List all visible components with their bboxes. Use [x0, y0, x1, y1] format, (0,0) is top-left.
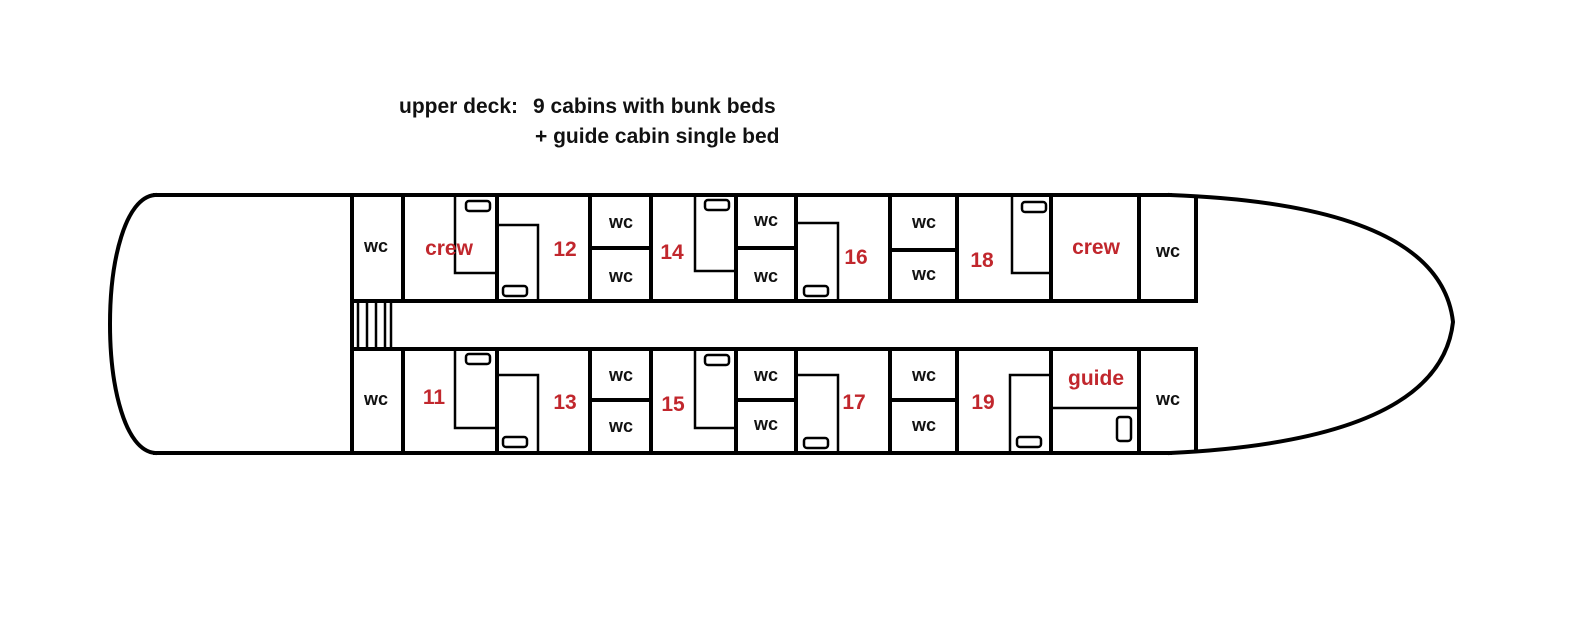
corridor: [350, 193, 1198, 455]
wc-label: wc: [363, 236, 388, 256]
deck-description-line1: 9 cabins with bunk beds: [533, 95, 776, 118]
bunk-beds-top: [453, 197, 1051, 299]
wc-label: wc: [911, 212, 936, 232]
wc-label: wc: [608, 212, 633, 232]
cabin-label-13: 13: [553, 391, 576, 414]
stairs: [356, 303, 393, 347]
deck-description-line2: + guide cabin single bed: [535, 125, 779, 148]
wc-label: wc: [753, 414, 778, 434]
deck-label: upper deck:: [399, 95, 518, 118]
bottom-row-walls: [401, 347, 1141, 455]
cabin-label-11: 11: [423, 386, 446, 409]
wc-label: wc: [911, 264, 936, 284]
cabin-label-19: 19: [971, 391, 994, 414]
cabin-label-16: 16: [844, 246, 867, 269]
cabin-label-17: 17: [842, 391, 865, 414]
wc-label: wc: [753, 365, 778, 385]
cabin-label-crew-right: crew: [1072, 236, 1121, 259]
guide-single-bed: [1051, 406, 1139, 443]
wc-label: wc: [911, 365, 936, 385]
wc-label: wc: [608, 365, 633, 385]
wc-label: wc: [753, 210, 778, 230]
wc-label: wc: [608, 266, 633, 286]
wc-label: wc: [363, 389, 388, 409]
wc-label: wc: [1155, 389, 1180, 409]
cabin-label-14: 14: [660, 241, 684, 264]
hull-outline: [108, 192, 1456, 456]
wc-label: wc: [753, 266, 778, 286]
cabin-label-18: 18: [970, 249, 994, 272]
wc-label: wc: [608, 416, 633, 436]
cabin-label-guide: guide: [1068, 367, 1124, 390]
wc-label: wc: [1155, 241, 1180, 261]
cabin-label-15: 15: [661, 393, 685, 416]
bunk-beds-bottom: [453, 351, 1051, 451]
cabin-label-12: 12: [553, 238, 576, 261]
top-row-walls: [401, 193, 1141, 303]
cabin-label-crew-left: crew: [425, 237, 474, 260]
wc-label: wc: [911, 415, 936, 435]
